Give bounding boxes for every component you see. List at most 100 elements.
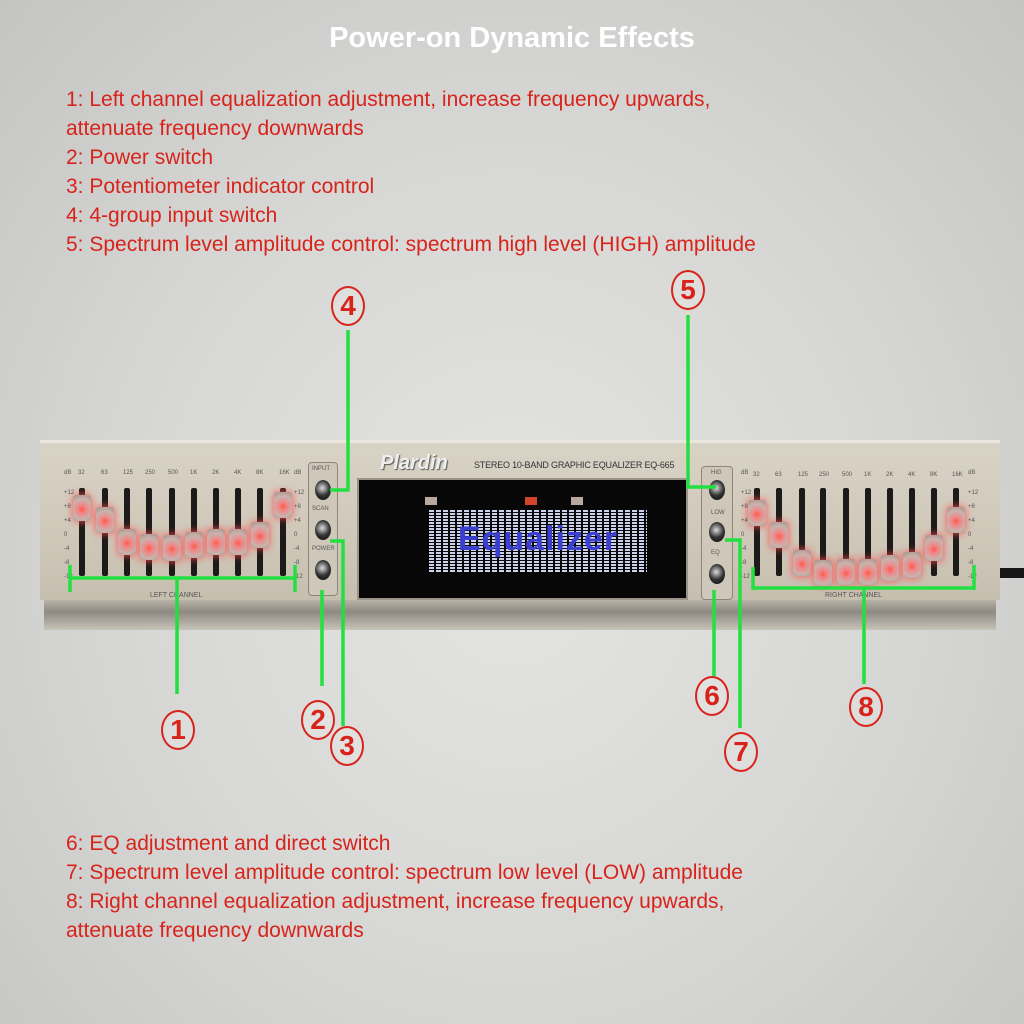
slider-knob[interactable] xyxy=(118,529,136,555)
annotation-text: 6: EQ adjustment and direct switch xyxy=(66,832,391,855)
brand-logo: Plardin xyxy=(380,452,448,474)
power-button[interactable] xyxy=(315,560,331,580)
slider-knob[interactable] xyxy=(859,559,877,585)
band-label: 500 xyxy=(842,472,853,478)
band-label: 125 xyxy=(798,472,809,478)
scale-label: -8 xyxy=(968,560,974,566)
display-indicator xyxy=(425,497,437,505)
callout-number-8: 8 xyxy=(849,687,883,727)
slider-knob[interactable] xyxy=(251,522,269,548)
annotation-text: 1: Left channel equalization adjustment,… xyxy=(66,88,711,111)
button-label: EQ xyxy=(711,550,720,556)
scale-label: -12 xyxy=(294,574,303,580)
cable xyxy=(1000,568,1024,578)
scale-label: +12 xyxy=(968,490,979,496)
band-label: 500 xyxy=(168,470,179,476)
slider-knob[interactable] xyxy=(881,555,899,581)
scale-label: +12 xyxy=(64,490,75,496)
input-button[interactable] xyxy=(315,480,331,500)
slider-knob[interactable] xyxy=(140,534,158,560)
page-title: Power-on Dynamic Effects xyxy=(329,22,695,54)
scale-label: -12 xyxy=(64,574,73,580)
slider-track xyxy=(865,488,871,576)
spectrum-bars xyxy=(429,510,647,572)
slider-knob[interactable] xyxy=(163,535,181,561)
callout-number-6: 6 xyxy=(695,676,729,716)
button-label: INPUT xyxy=(312,466,330,472)
db-label: dB xyxy=(294,470,302,476)
hig-button[interactable] xyxy=(709,480,725,500)
scale-label: +8 xyxy=(741,504,748,510)
channel-label: LEFT CHANNEL xyxy=(150,592,203,599)
slider-knob[interactable] xyxy=(185,532,203,558)
display-text: Equalizer xyxy=(457,520,619,558)
slider-track xyxy=(843,488,849,576)
band-label: 4K xyxy=(234,470,242,476)
slider-track xyxy=(799,488,805,576)
spectrum-display: Equalizer xyxy=(357,478,688,600)
db-label: dB xyxy=(741,470,749,476)
annotation-text: 3: Potentiometer indicator control xyxy=(66,175,375,198)
scale-label: -8 xyxy=(64,560,70,566)
button-label: LOW xyxy=(711,510,725,516)
db-label: dB xyxy=(64,470,72,476)
scale-label: +4 xyxy=(741,518,748,524)
callout-number-2: 2 xyxy=(301,700,335,740)
db-label: dB xyxy=(968,470,976,476)
scale-label: -4 xyxy=(64,546,70,552)
slider-knob[interactable] xyxy=(748,500,766,526)
slider-track xyxy=(754,488,760,576)
slider-knob[interactable] xyxy=(96,507,114,533)
band-label: 32 xyxy=(753,472,760,478)
scale-label: +4 xyxy=(968,518,975,524)
annotation-text: 8: Right channel equalization adjustment… xyxy=(66,890,725,913)
slider-knob[interactable] xyxy=(837,559,855,585)
annotation-text: 2: Power switch xyxy=(66,146,214,169)
slider-knob[interactable] xyxy=(814,560,832,586)
band-label: 1K xyxy=(864,472,872,478)
scale-label: +8 xyxy=(64,504,71,510)
slider-knob[interactable] xyxy=(903,552,921,578)
slider-track xyxy=(820,488,826,576)
callout-number-5: 5 xyxy=(671,270,705,310)
slider-knob[interactable] xyxy=(925,535,943,561)
button-label: SCAN xyxy=(312,506,329,512)
slider-knob[interactable] xyxy=(947,507,965,533)
band-label: 16K xyxy=(279,470,290,476)
band-label: 8K xyxy=(930,472,938,478)
scale-label: -12 xyxy=(741,574,750,580)
model-label: STEREO 10-BAND GRAPHIC EQUALIZER EQ-665 xyxy=(474,460,675,470)
scale-label: +4 xyxy=(64,518,71,524)
slider-knob[interactable] xyxy=(770,522,788,548)
band-label: 63 xyxy=(775,472,782,478)
slider-track xyxy=(887,488,893,576)
slider-knob[interactable] xyxy=(274,492,292,518)
device-base xyxy=(44,600,996,630)
slider-knob[interactable] xyxy=(793,550,811,576)
low-button[interactable] xyxy=(709,522,725,542)
scale-label: -8 xyxy=(294,560,300,566)
band-label: 250 xyxy=(819,472,830,478)
callout-number-3: 3 xyxy=(330,726,364,766)
scan-button[interactable] xyxy=(315,520,331,540)
band-label: 2K xyxy=(212,470,220,476)
channel-label: RIGHT CHANNEL xyxy=(825,592,883,599)
band-label: 4K xyxy=(908,472,916,478)
scale-label: 0 xyxy=(64,532,68,538)
annotation-text: attenuate frequency downwards xyxy=(66,919,364,942)
slider-knob[interactable] xyxy=(73,495,91,521)
annotation-text: attenuate frequency downwards xyxy=(66,117,364,140)
scale-label: +8 xyxy=(968,504,975,510)
band-label: 63 xyxy=(101,470,108,476)
slider-knob[interactable] xyxy=(229,529,247,555)
scale-label: -4 xyxy=(741,546,747,552)
band-label: 1K xyxy=(190,470,198,476)
slider-knob[interactable] xyxy=(207,529,225,555)
slider-track xyxy=(280,488,286,576)
display-indicator xyxy=(571,497,583,505)
scale-label: +12 xyxy=(741,490,752,496)
band-label: 125 xyxy=(123,470,134,476)
eq-button[interactable] xyxy=(709,564,725,584)
annotation-text: 7: Spectrum level amplitude control: spe… xyxy=(66,861,743,884)
slider-track xyxy=(169,488,175,576)
